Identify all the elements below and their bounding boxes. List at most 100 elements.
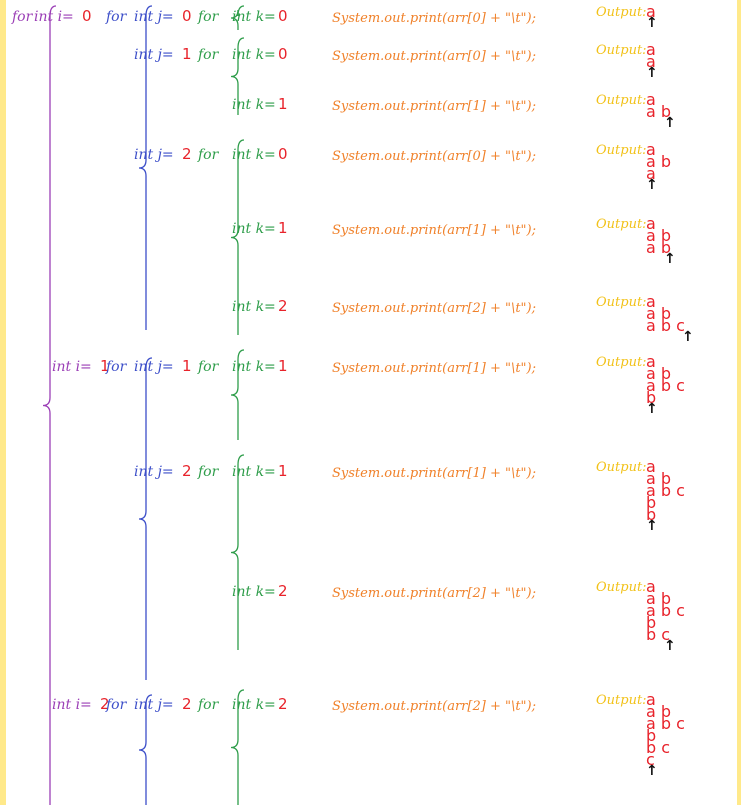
- output-line: b c: [646, 625, 671, 644]
- output-line: a b c: [646, 714, 685, 733]
- output-label: Output:: [596, 295, 647, 310]
- k-value: 1: [278, 219, 288, 237]
- for-keyword-j: for: [106, 697, 127, 713]
- output-label: Output:: [596, 580, 647, 595]
- j-value: 2: [182, 145, 192, 163]
- print-statement: System.out.print(arr[1] + "\t");: [332, 99, 536, 114]
- j-loop-brace-i0: [138, 5, 153, 330]
- output-line: a b: [646, 364, 672, 383]
- output-label: Output:: [596, 217, 647, 232]
- for-keyword-i: for: [12, 9, 33, 25]
- current-output-arrow-icon: ↑: [646, 518, 658, 534]
- int-j-label: int j=: [134, 47, 174, 63]
- j-value: 2: [182, 695, 192, 713]
- for-keyword-k: for: [198, 697, 219, 713]
- print-statement: System.out.print(arr[0] + "\t");: [332, 149, 536, 164]
- output-line: a b: [646, 304, 672, 323]
- i-value: 0: [82, 7, 92, 25]
- output-line: a b: [646, 702, 672, 721]
- output-line: a: [646, 52, 656, 71]
- output-line: c: [646, 750, 655, 769]
- int-j-label: int j=: [134, 464, 174, 480]
- current-output-arrow-icon: ↑: [682, 329, 694, 345]
- output-label: Output:: [596, 693, 647, 708]
- k-loop-brace-e: [230, 454, 245, 650]
- output-label: Output:: [596, 43, 647, 58]
- k-loop-brace-f: [230, 689, 245, 805]
- j-loop-brace-i2: [138, 694, 153, 805]
- k-value: 0: [278, 7, 288, 25]
- output-line: a b: [646, 226, 672, 245]
- output-line: a b c: [646, 376, 685, 395]
- output-line: a: [646, 352, 656, 371]
- int-k-label: int k=: [232, 584, 276, 600]
- output-label: Output:: [596, 5, 647, 20]
- int-j-label: int j=: [134, 9, 174, 25]
- output-line: b: [646, 726, 657, 745]
- current-output-arrow-icon: ↑: [646, 177, 658, 193]
- int-k-label: int k=: [232, 97, 276, 113]
- output-line: b c: [646, 738, 671, 757]
- current-output-arrow-icon: ↑: [664, 251, 676, 267]
- i-loop-brace: [42, 5, 57, 805]
- k-loop-brace-a: [230, 5, 245, 30]
- print-statement: System.out.print(arr[0] + "\t");: [332, 49, 536, 64]
- for-keyword-k: for: [198, 47, 219, 63]
- int-k-label: int k=: [232, 221, 276, 237]
- current-output-arrow-icon: ↑: [646, 763, 658, 779]
- print-statement: System.out.print(arr[1] + "\t");: [332, 361, 536, 376]
- int-i-label: int i=: [52, 359, 92, 375]
- output-line: a b c: [646, 601, 685, 620]
- for-keyword-j: for: [106, 9, 127, 25]
- i-value: 1: [100, 357, 110, 375]
- k-loop-brace-c: [230, 139, 245, 335]
- k-loop-brace-d: [230, 349, 245, 440]
- int-j-label: int j=: [134, 359, 174, 375]
- k-value: 1: [278, 462, 288, 480]
- output-line: a: [646, 90, 656, 109]
- k-loop-brace-b: [230, 37, 245, 115]
- j-loop-brace-i1: [138, 357, 153, 680]
- int-k-label: int k=: [232, 299, 276, 315]
- output-line: a: [646, 214, 656, 233]
- j-value: 1: [182, 357, 192, 375]
- output-line: b: [646, 613, 657, 632]
- output-line: a: [646, 164, 656, 183]
- output-label: Output:: [596, 460, 647, 475]
- output-line: b: [646, 388, 657, 407]
- for-keyword-k: for: [198, 359, 219, 375]
- k-value: 2: [278, 582, 288, 600]
- int-k-label: int k=: [232, 464, 276, 480]
- current-output-arrow-icon: ↑: [646, 65, 658, 81]
- j-value: 2: [182, 462, 192, 480]
- k-value: 0: [278, 45, 288, 63]
- int-j-label: int j=: [134, 147, 174, 163]
- int-j-label: int j=: [134, 697, 174, 713]
- output-label: Output:: [596, 93, 647, 108]
- output-line: b: [646, 493, 657, 512]
- output-line: a b c: [646, 481, 685, 500]
- k-value: 1: [278, 357, 288, 375]
- output-line: a b: [646, 152, 672, 171]
- int-k-label: int k=: [232, 47, 276, 63]
- current-output-arrow-icon: ↑: [664, 638, 676, 654]
- current-output-arrow-icon: ↑: [646, 401, 658, 417]
- output-line: a: [646, 457, 656, 476]
- output-line: b: [646, 505, 657, 524]
- output-line: a: [646, 690, 656, 709]
- print-statement: System.out.print(arr[2] + "\t");: [332, 301, 536, 316]
- k-value: 0: [278, 145, 288, 163]
- print-statement: System.out.print(arr[2] + "\t");: [332, 699, 536, 714]
- output-line: a: [646, 40, 656, 59]
- output-line: a: [646, 2, 656, 21]
- output-label: Output:: [596, 143, 647, 158]
- int-k-label: int k=: [232, 359, 276, 375]
- output-label: Output:: [596, 355, 647, 370]
- output-line: a b: [646, 102, 672, 121]
- k-value: 2: [278, 297, 288, 315]
- output-line: a b: [646, 238, 672, 257]
- for-keyword-j: for: [106, 359, 127, 375]
- int-i-label: int i=: [34, 9, 74, 25]
- int-k-label: int k=: [232, 9, 276, 25]
